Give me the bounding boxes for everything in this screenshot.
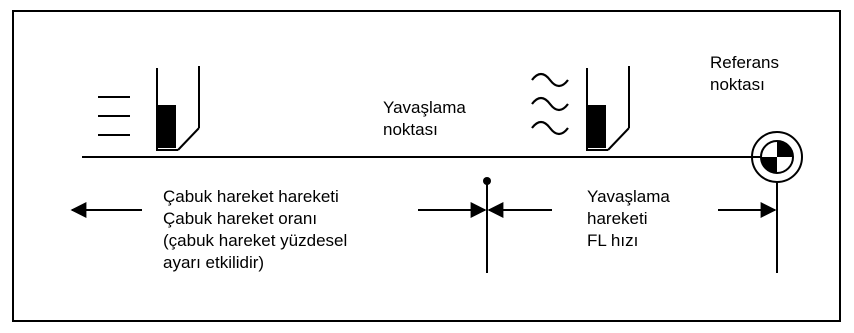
dog-icon-right (586, 66, 630, 151)
slowdown-motion-label: Yavaşlama hareketi FL hızı (587, 187, 670, 250)
rapid-motion-label: Çabuk hareket hareketi Çabuk hareket ora… (163, 187, 348, 272)
reference-point-label: Referans noktası (710, 53, 779, 94)
reference-point-icon (751, 131, 803, 183)
diagram-frame (12, 10, 841, 322)
slowdown-point-label: Yavaşlama noktası (383, 98, 466, 139)
dog-icon-left (156, 66, 200, 151)
rapid-speed-lines-icon (98, 96, 130, 136)
slowdown-wave-icon (531, 72, 569, 136)
slowdown-point-marker (483, 177, 491, 273)
